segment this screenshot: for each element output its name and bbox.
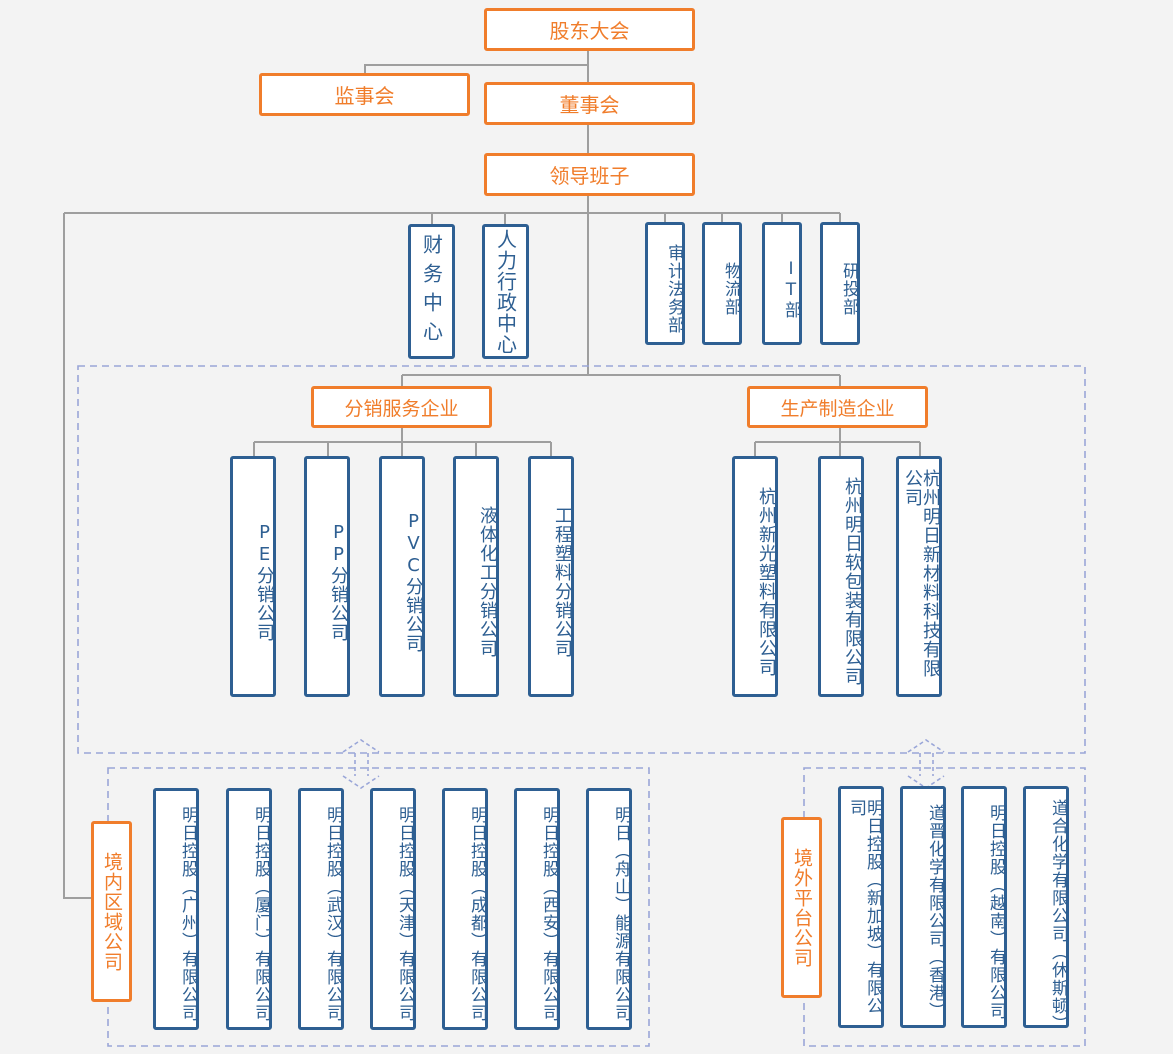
mingri-chengdu-label: 明日控股（成都）有限公司 (467, 806, 487, 1022)
engineering-plastics-distribution-box: 工程塑料分销公司 (528, 456, 574, 697)
distribution-services-label: 分销服务企业 (344, 397, 459, 420)
mingri-xiamen-label: 明日控股（厦门）有限公司 (251, 806, 271, 1022)
daojin-chemical-hongkong-box: 道晋化学有限公司（香港） (900, 786, 946, 1028)
mingri-zhoushan-energy-label: 明日（舟山）能源有限公司 (611, 806, 631, 1022)
pp-distribution-label: PP分销公司 (328, 521, 349, 642)
it-dept-label: IT部 (781, 258, 801, 319)
mingri-xian-box: 明日控股（西安）有限公司 (514, 788, 560, 1030)
hr-admin-center-box: 人力行政中心 (482, 224, 529, 359)
logistics-dept-box: 物流部 (702, 222, 742, 345)
distribution-services-box: 分销服务企业 (311, 386, 492, 428)
board-of-supervisors-label: 监事会 (334, 84, 395, 108)
engineering-plastics-distribution-label: 工程塑料分销公司 (552, 505, 573, 658)
pvc-distribution-label: PVC分销公司 (403, 510, 424, 653)
mingri-wuhan-box: 明日控股（武汉）有限公司 (298, 788, 344, 1030)
mingri-chengdu-box: 明日控股（成都）有限公司 (442, 788, 488, 1030)
hangzhou-xinguang-plastics-box: 杭州新光塑料有限公司 (732, 456, 778, 697)
mingri-wuhan-label: 明日控股（武汉）有限公司 (323, 806, 343, 1022)
board-of-directors-box: 董事会 (484, 82, 695, 125)
hangzhou-mingri-packaging-label: 杭州明日软包装有限公司 (842, 477, 863, 686)
shareholders-meeting-label: 股东大会 (549, 19, 630, 43)
audit-legal-dept-label: 审计法务部 (664, 243, 684, 334)
mingri-zhoushan-energy-box: 明日（舟山）能源有限公司 (586, 788, 632, 1030)
mingri-guangzhou-label: 明日控股（广州）有限公司 (178, 806, 198, 1022)
mingri-singapore-box: 明日控股（新加坡）有限公司 (838, 786, 884, 1028)
mingri-singapore-label: 明日控股（新加坡）有限公司 (846, 799, 883, 1015)
audit-legal-dept-box: 审计法务部 (645, 222, 685, 345)
research-invest-dept-label: 研投部 (839, 261, 859, 316)
domestic-regional-companies-box: 境内区域公司 (91, 821, 132, 1002)
leadership-team-label: 领导班子 (549, 164, 630, 188)
finance-center-label: 财务中心 (419, 233, 444, 350)
mingri-vietnam-box: 明日控股（越南）有限公司 (961, 786, 1007, 1028)
daohe-chemical-houston-label: 道合化学有限公司（休斯顿） (1048, 799, 1068, 1033)
hangzhou-mingri-new-materials-label: 杭州明日新材料科技有限公司 (902, 469, 941, 678)
research-invest-dept-box: 研投部 (820, 222, 860, 345)
finance-center-box: 财务中心 (408, 224, 455, 359)
pe-distribution-box: PE分销公司 (230, 456, 276, 697)
daohe-chemical-houston-box: 道合化学有限公司（休斯顿） (1023, 786, 1069, 1033)
daojin-chemical-hongkong-label: 道晋化学有限公司（香港） (925, 804, 945, 1020)
mingri-guangzhou-box: 明日控股（广州）有限公司 (153, 788, 199, 1030)
mingri-tianjin-box: 明日控股（天津）有限公司 (370, 788, 416, 1030)
mingri-vietnam-label: 明日控股（越南）有限公司 (986, 804, 1006, 1020)
board-of-supervisors-box: 监事会 (259, 73, 470, 116)
hr-admin-center-label: 人力行政中心 (493, 228, 518, 355)
mingri-xiamen-box: 明日控股（厦门）有限公司 (226, 788, 272, 1030)
manufacturing-box: 生产制造企业 (747, 386, 928, 428)
it-dept-box: IT部 (762, 222, 802, 345)
pe-distribution-label: PE分销公司 (254, 521, 275, 642)
leadership-team-box: 领导班子 (484, 153, 695, 196)
shareholders-meeting-box: 股东大会 (484, 8, 695, 51)
logistics-dept-label: 物流部 (721, 261, 741, 316)
hangzhou-xinguang-plastics-label: 杭州新光塑料有限公司 (756, 486, 777, 677)
overseas-platform-companies-label: 境外平台公司 (791, 847, 813, 968)
pp-distribution-box: PP分销公司 (304, 456, 350, 697)
overseas-platform-companies-box: 境外平台公司 (781, 817, 822, 998)
mingri-tianjin-label: 明日控股（天津）有限公司 (395, 806, 415, 1022)
liquid-chemical-distribution-box: 液体化工分销公司 (453, 456, 499, 697)
manufacturing-label: 生产制造企业 (780, 397, 895, 420)
mingri-xian-label: 明日控股（西安）有限公司 (539, 806, 559, 1022)
liquid-chemical-distribution-label: 液体化工分销公司 (477, 505, 498, 658)
board-of-directors-label: 董事会 (559, 93, 620, 117)
hangzhou-mingri-new-materials-box: 杭州明日新材料科技有限公司 (896, 456, 942, 697)
domestic-regional-companies-label: 境内区域公司 (101, 851, 123, 972)
hangzhou-mingri-packaging-box: 杭州明日软包装有限公司 (818, 456, 864, 697)
pvc-distribution-box: PVC分销公司 (379, 456, 425, 697)
